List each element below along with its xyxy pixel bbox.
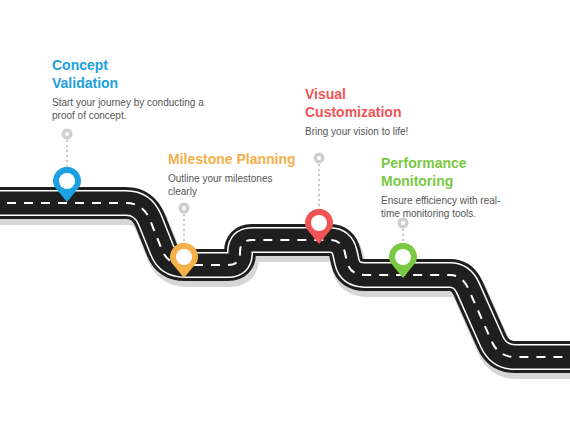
milestone-node: Visual CustomizationBring your vision to…	[305, 85, 455, 138]
map-pin	[53, 167, 81, 202]
gear-hole	[401, 221, 405, 225]
milestone-heading: Concept Validation	[52, 56, 144, 92]
map-pin	[389, 243, 417, 278]
milestone-description: Start your journey by conducting a proof…	[52, 96, 204, 122]
pin-hole	[59, 173, 75, 189]
leader-line	[66, 140, 68, 166]
road-center-dashes	[0, 203, 570, 357]
gear-hole	[182, 206, 186, 210]
milestone-heading: Performance Monitoring	[381, 154, 493, 190]
milestone-description: Outline your milestones clearly	[168, 172, 288, 198]
gear-marker	[314, 153, 325, 164]
map-pin	[305, 209, 333, 244]
road	[0, 203, 570, 362]
milestone-node: Milestone PlanningOutline your milestone…	[168, 150, 328, 198]
road-inner	[0, 203, 570, 357]
leader-line	[183, 214, 185, 243]
leader-line	[318, 164, 320, 209]
gear-marker	[179, 203, 190, 214]
pin-hole	[311, 215, 327, 231]
gear-markers	[62, 129, 409, 229]
gear-hole	[65, 132, 69, 136]
road-surface	[0, 203, 570, 357]
milestone-node: Performance MonitoringEnsure efficiency …	[381, 154, 516, 220]
milestone-heading: Visual Customization	[305, 85, 423, 121]
gear-marker	[62, 129, 73, 140]
road-edge-line	[0, 203, 570, 357]
gear-marker	[398, 218, 409, 229]
pin-hole	[176, 249, 192, 265]
leader-lines	[67, 140, 403, 243]
milestone-description: Ensure efficiency with real-time monitor…	[381, 194, 516, 220]
pin-hole	[395, 249, 411, 265]
leader-line	[402, 229, 404, 243]
milestone-heading: Milestone Planning	[168, 150, 328, 168]
milestone-node: Concept ValidationStart your journey by …	[52, 56, 204, 122]
map-pins	[53, 167, 417, 278]
map-pin	[170, 243, 198, 278]
gear-hole	[317, 156, 321, 160]
milestone-description: Bring your vision to life!	[305, 125, 455, 138]
